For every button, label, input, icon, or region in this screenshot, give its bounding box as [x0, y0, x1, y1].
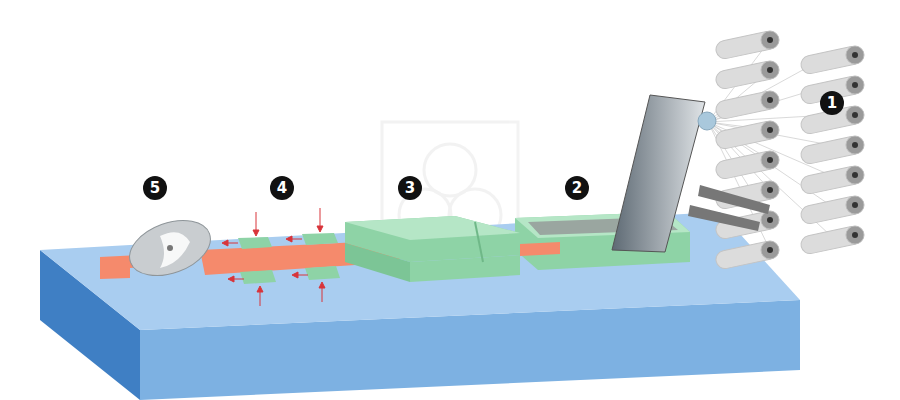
callout-number: 4 — [270, 176, 294, 200]
guide-rods — [688, 185, 770, 231]
roll-body — [799, 225, 863, 255]
roll-end — [761, 241, 779, 259]
roll-core — [767, 127, 773, 133]
roll-end — [761, 121, 779, 139]
die-top — [345, 216, 520, 240]
roll-body — [714, 240, 778, 270]
roll-core — [852, 82, 858, 88]
roll-body — [714, 90, 778, 120]
callout-number: 1 — [820, 91, 844, 115]
roll-core — [767, 187, 773, 193]
roll-core — [852, 142, 858, 148]
roll-core — [767, 217, 773, 223]
die-lower — [345, 243, 410, 282]
roll-body — [714, 120, 778, 150]
roll-core — [852, 172, 858, 178]
roll-end — [846, 166, 864, 184]
roll-core — [852, 52, 858, 58]
puller-arrows — [222, 208, 325, 306]
puller-blocks — [238, 233, 340, 284]
callout-number: 5 — [143, 176, 167, 200]
die-split — [475, 222, 483, 262]
roll-body — [799, 165, 863, 195]
roll-core — [852, 232, 858, 238]
cutting-saw — [122, 210, 218, 286]
roll-core — [852, 202, 858, 208]
roll-end — [761, 181, 779, 199]
roll-end — [761, 61, 779, 79]
roll-end — [761, 91, 779, 109]
roll-end — [846, 196, 864, 214]
guide-plate — [612, 95, 705, 252]
die-lower-front — [410, 255, 520, 282]
roll-end — [846, 76, 864, 94]
roll-core — [852, 112, 858, 118]
creel-rolls — [714, 30, 864, 270]
roll-end — [761, 151, 779, 169]
wet-profile — [520, 242, 560, 256]
roll-end — [761, 211, 779, 229]
roll-core — [767, 157, 773, 163]
roll-body — [714, 30, 778, 60]
roll-body — [714, 60, 778, 90]
callout-number: 2 — [565, 176, 589, 200]
roll-body — [799, 195, 863, 225]
roll-core — [767, 67, 773, 73]
roll-core — [767, 37, 773, 43]
roll-end — [846, 106, 864, 124]
roll-body — [799, 45, 863, 75]
roll-core — [767, 247, 773, 253]
roll-end — [846, 46, 864, 64]
roll-body — [714, 150, 778, 180]
roll-end — [846, 226, 864, 244]
roll-end — [761, 31, 779, 49]
roll-core — [767, 97, 773, 103]
callout-number: 3 — [398, 176, 422, 200]
guide-roller — [698, 112, 716, 130]
roll-end — [846, 136, 864, 154]
roll-body — [799, 135, 863, 165]
